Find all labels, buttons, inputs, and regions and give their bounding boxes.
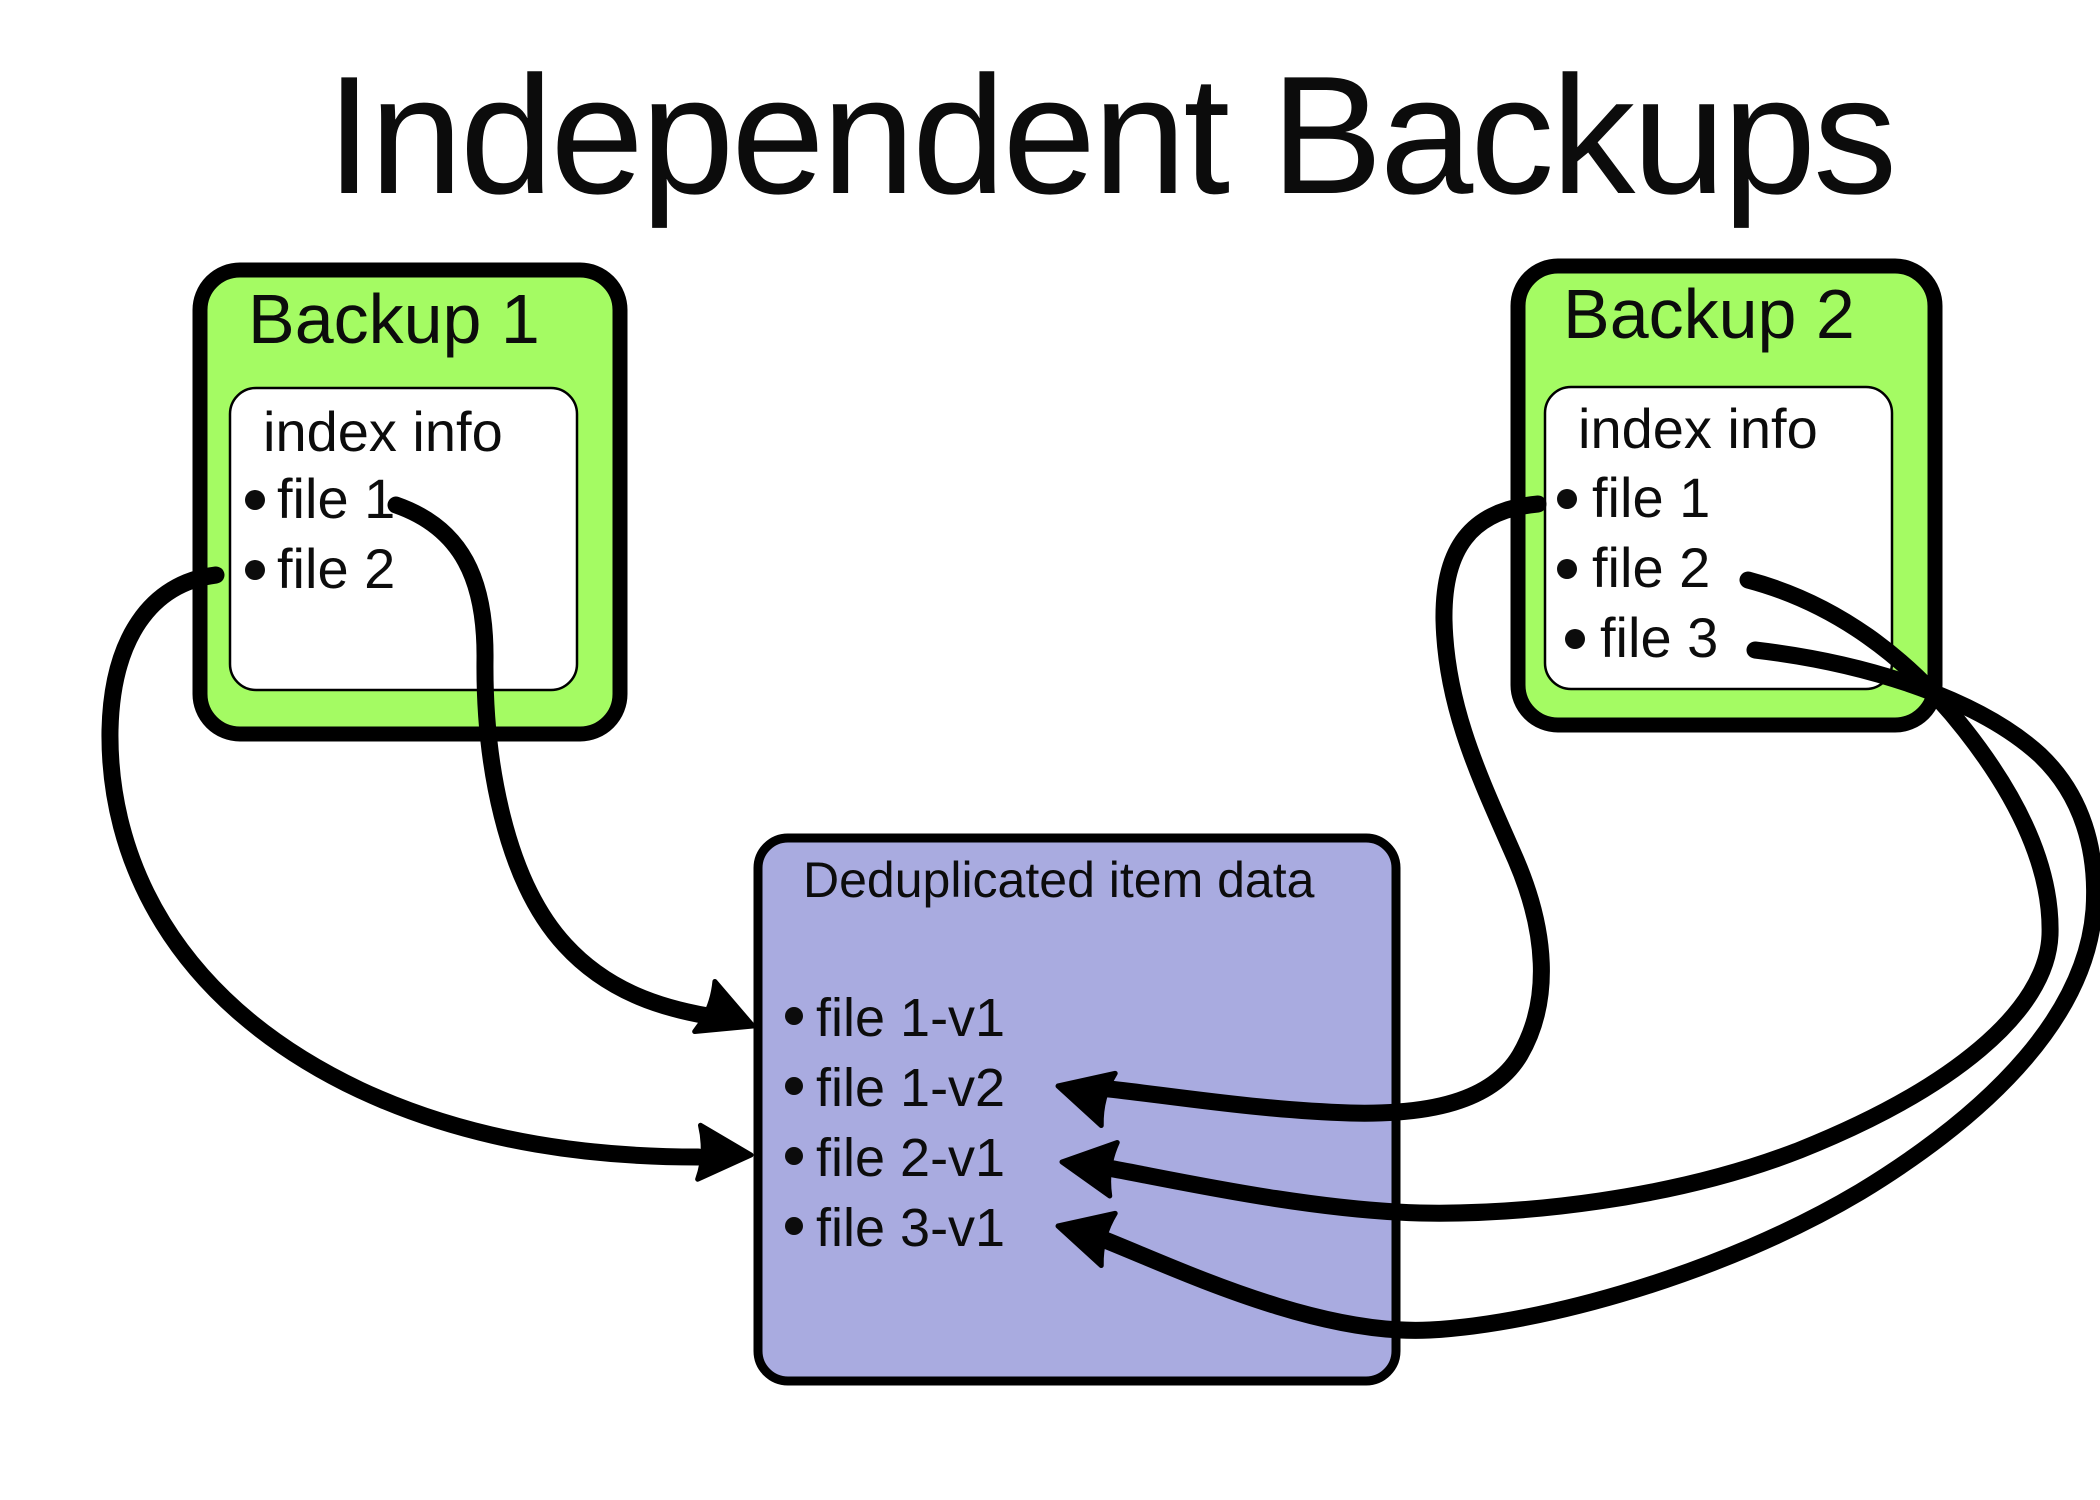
backup2-file1-label: file 1: [1592, 466, 1710, 529]
arrow-backup1-file2-to-file2-v1: [101, 566, 707, 1166]
dedup-item-file3-v1: file 3-v1: [816, 1198, 1005, 1258]
bullet-icon: [785, 1007, 803, 1025]
backup2-file2-label: file 2: [1592, 536, 1710, 599]
backup2-file3-label: file 3: [1600, 606, 1718, 669]
bullet-icon: [1557, 489, 1577, 509]
bullet-icon: [785, 1147, 803, 1165]
bullet-icon: [1557, 559, 1577, 579]
bullet-icon: [245, 560, 265, 580]
backup2-index-label: index info: [1578, 397, 1818, 460]
bullet-icon: [785, 1077, 803, 1095]
arrowhead-left-icon: [1059, 1139, 1120, 1199]
bullet-icon: [245, 490, 265, 510]
bullet-icon: [785, 1217, 803, 1235]
arrow-backup2-file3-to-file3-v1: [1096, 641, 2100, 1339]
arrowhead-left-icon: [1055, 1210, 1118, 1269]
dedup-item-file2-v1: file 2-v1: [816, 1128, 1005, 1188]
arrowhead-right-icon: [695, 1122, 754, 1182]
dedup-item-row: file 2-v1: [785, 1128, 1005, 1188]
arrow-backup2-file2-to-file2-v1: [1099, 571, 2059, 1222]
dedup-title: Deduplicated item data: [803, 852, 1315, 908]
backup2-file-row: file 2: [1557, 536, 1710, 599]
backup2-file-row: file 3: [1565, 606, 1718, 669]
backup1-file2-label: file 2: [277, 537, 395, 600]
backup2-box: Backup 2 index info file 1 file 2 file 3: [1510, 258, 1943, 733]
dedup-item-file1-v1: file 1-v1: [816, 988, 1005, 1048]
backup1-file-row: file 1: [245, 467, 395, 530]
bullet-icon: [1565, 629, 1585, 649]
backup1-title: Backup 1: [248, 280, 540, 358]
dedup-item-row: file 1-v1: [785, 988, 1005, 1048]
arrowhead-right-icon: [692, 978, 756, 1035]
backup1-file-row: file 2: [245, 537, 395, 600]
dedup-item-row: file 1-v2: [785, 1058, 1005, 1118]
page-title: Independent Backups: [326, 41, 1894, 229]
backup1-index-label: index info: [263, 400, 503, 463]
backup2-file-row: file 1: [1557, 466, 1710, 529]
dedup-item-file1-v2: file 1-v2: [816, 1058, 1005, 1118]
dedup-box: Deduplicated item data file 1-v1 file 1-…: [753, 833, 1401, 1386]
dedup-item-row: file 3-v1: [785, 1198, 1005, 1258]
backup2-title: Backup 2: [1563, 275, 1855, 353]
arrowhead-left-icon: [1055, 1070, 1118, 1129]
backup2-index-panel: [1543, 385, 1894, 691]
arrow-backup1-file1-to-file1-v1: [387, 496, 717, 1025]
connections: [101, 495, 2100, 1339]
arrow-backup2-file1-to-file1-v2: [1091, 495, 1550, 1122]
backup1-file1-label: file 1: [277, 467, 395, 530]
